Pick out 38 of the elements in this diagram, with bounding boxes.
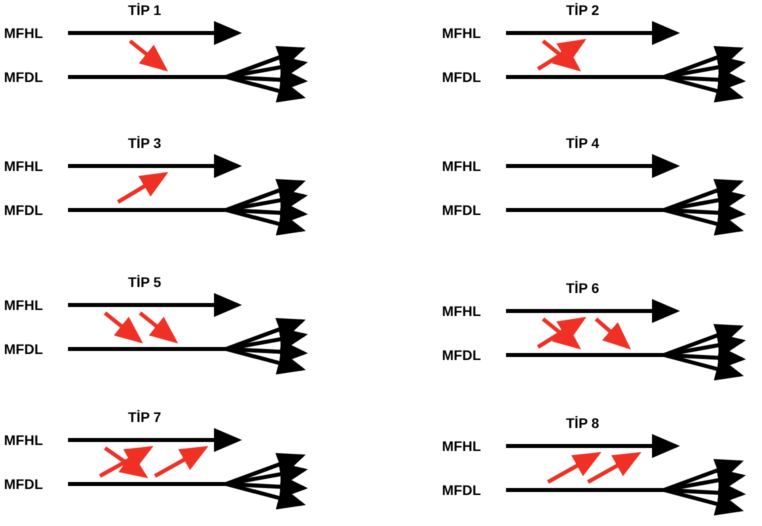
connecting-arrow — [99, 446, 154, 478]
line-label: MFHL — [442, 158, 481, 174]
line-label: MFHL — [4, 158, 43, 174]
line-label: MFDL — [4, 341, 43, 357]
line-label: MFHL — [4, 297, 43, 313]
type-title: TİP 8 — [566, 415, 600, 431]
type-title: TİP 2 — [566, 2, 600, 18]
connecting-arrow — [536, 38, 586, 71]
type-title: TİP 6 — [566, 280, 600, 296]
line-label: MFHL — [4, 432, 43, 448]
connecting-arrow — [154, 446, 208, 478]
connecting-arrow — [138, 311, 178, 344]
connecting-arrow — [587, 452, 642, 484]
line-label: MFHL — [442, 303, 481, 319]
type-title: TİP 7 — [128, 409, 162, 425]
connecting-arrow — [594, 318, 631, 350]
connecting-arrow — [536, 316, 586, 349]
line-label: MFHL — [442, 438, 481, 454]
connecting-arrow — [116, 172, 168, 204]
connecting-arrow — [128, 39, 168, 72]
type-title: TİP 3 — [128, 135, 162, 151]
type-title: TİP 4 — [566, 135, 600, 151]
line-label: MFDL — [442, 482, 481, 498]
type-title: TİP 1 — [128, 2, 162, 18]
connecting-arrow — [104, 311, 144, 344]
connecting-arrow — [542, 39, 582, 72]
connecting-arrow — [547, 452, 602, 484]
line-label: MFDL — [442, 69, 481, 85]
connecting-arrow — [542, 317, 582, 350]
line-label: MFDL — [4, 476, 43, 492]
line-label: MFDL — [4, 202, 43, 218]
type-title: TİP 5 — [128, 274, 162, 290]
line-label: MFHL — [4, 25, 43, 41]
line-label: MFDL — [442, 347, 481, 363]
line-label: MFDL — [4, 69, 43, 85]
line-label: MFHL — [442, 25, 481, 41]
connecting-arrow — [104, 446, 148, 478]
line-label: MFDL — [442, 202, 481, 218]
